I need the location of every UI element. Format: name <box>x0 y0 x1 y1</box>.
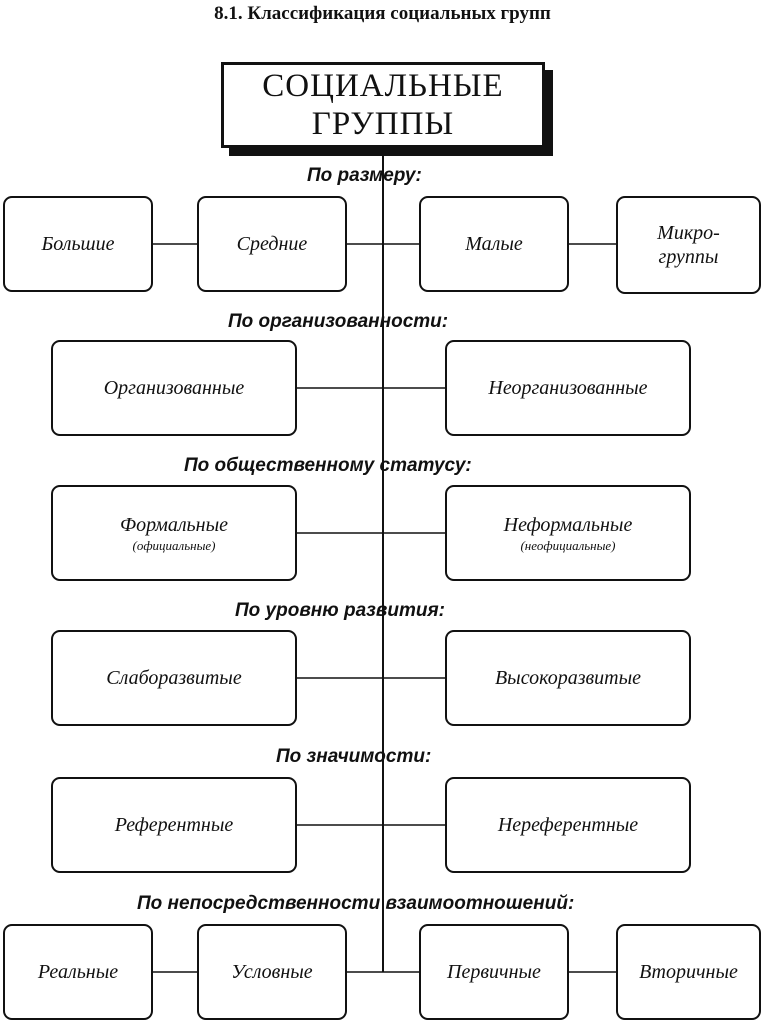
heading-by-relationships: По непосредственности взаимоотношений: <box>137 893 575 914</box>
node-large: Большие <box>3 196 153 292</box>
node-small: Малые <box>419 196 569 292</box>
node-formal-sub: (официальные) <box>132 537 216 553</box>
heading-by-development: По уровню развития: <box>235 600 445 621</box>
root-box-social-groups: СОЦИАЛЬНЫЕ ГРУППЫ <box>221 62 545 148</box>
root-label-line1: СОЦИАЛЬНЫЕ <box>262 68 504 104</box>
node-informal-sub: (неофициальные) <box>520 537 616 553</box>
node-microgroups-label2: группы <box>658 246 719 268</box>
node-small-label: Малые <box>465 233 523 255</box>
node-highly-developed: Высокоразвитые <box>445 630 691 726</box>
node-underdeveloped-label: Слаборазвитые <box>106 667 242 689</box>
node-informal: Неформальные (неофициальные) <box>445 485 691 581</box>
node-highly-developed-label: Высокоразвитые <box>494 667 642 689</box>
node-real-label: Реальные <box>37 961 119 983</box>
node-non-reference: Нереферентные <box>445 777 691 873</box>
page-title: 8.1. Классификация социальных групп <box>214 3 551 24</box>
node-secondary: Вторичные <box>616 924 761 1020</box>
node-medium-label: Средние <box>236 233 308 255</box>
heading-by-significance: По значимости: <box>276 746 432 767</box>
node-informal-label: Неформальные <box>503 513 633 536</box>
heading-by-size: По размеру: <box>307 165 422 186</box>
node-non-reference-label: Нереферентные <box>497 814 639 836</box>
node-unorganized-label: Неорганизованные <box>488 377 648 399</box>
node-nominal: Условные <box>197 924 347 1020</box>
node-medium: Средние <box>197 196 347 292</box>
node-organized: Организованные <box>51 340 297 436</box>
heading-by-organization: По организованности: <box>228 311 449 332</box>
node-large-label: Большие <box>41 233 115 255</box>
node-unorganized: Неорганизованные <box>445 340 691 436</box>
node-primary: Первичные <box>419 924 569 1020</box>
node-real: Реальные <box>3 924 153 1020</box>
node-formal-label: Формальные <box>119 513 229 536</box>
root-label-line2: ГРУППЫ <box>311 106 455 142</box>
node-nominal-label: Условные <box>231 961 313 983</box>
node-secondary-label: Вторичные <box>639 961 738 983</box>
node-microgroups: Микро- группы <box>616 196 761 294</box>
node-reference-label: Референтные <box>114 814 234 836</box>
node-microgroups-label: Микро- <box>657 222 720 244</box>
heading-by-status: По общественному статусу: <box>184 455 472 476</box>
node-reference: Референтные <box>51 777 297 873</box>
node-primary-label: Первичные <box>447 961 541 983</box>
node-formal: Формальные (официальные) <box>51 485 297 581</box>
node-underdeveloped: Слаборазвитые <box>51 630 297 726</box>
node-organized-label: Организованные <box>103 377 245 399</box>
